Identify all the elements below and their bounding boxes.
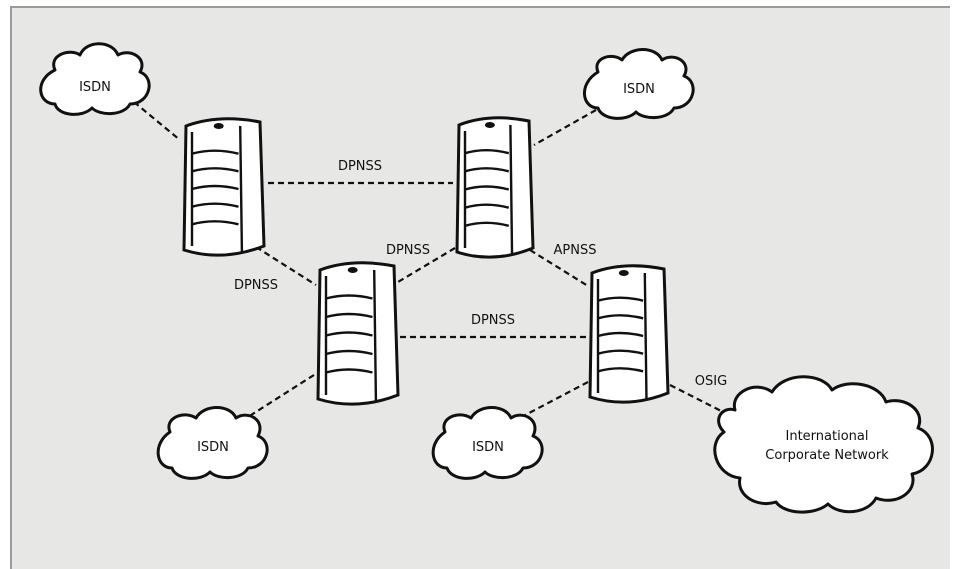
label-link-middle-horizontal: DPNSS [471,313,515,328]
link-server-ml-to-cloud-bl [239,374,315,423]
link-server-ul-to-server-ml [255,246,317,286]
cloud-isdn-top-right [583,48,695,120]
server-upper-left [182,117,266,257]
label-link-upper-left-to-mid: DPNSS [234,278,278,293]
label-isdn-bottom-left: ISDN [197,440,229,455]
link-cloud-tl-to-server-ul [133,101,181,141]
label-link-upper-right-to-mid: DPNSS [386,243,430,258]
cloud-isdn-top-left [39,42,151,116]
server-upper-right [455,116,535,259]
label-isdn-top-right: ISDN [623,82,655,97]
label-isdn-top-left: ISDN [79,80,111,95]
server-right [588,264,670,404]
server-middle-left [316,261,400,406]
link-server-ur-to-server-r [529,249,589,287]
label-link-top-horizontal: DPNSS [338,159,382,174]
label-link-apnss: APNSS [554,243,597,258]
cloud-isdn-bottom-middle [431,406,544,480]
label-link-osig: OSIG [695,374,727,389]
label-international: International [786,429,869,444]
cloud-isdn-bottom-left [156,406,269,480]
label-corporate-network: Corporate Network [765,448,889,463]
link-server-ur-to-server-ml [397,247,456,283]
label-isdn-bottom-middle: ISDN [472,440,504,455]
cloud-international-corporate-network [713,375,934,514]
link-cloud-tr-to-server-ur [533,109,597,146]
